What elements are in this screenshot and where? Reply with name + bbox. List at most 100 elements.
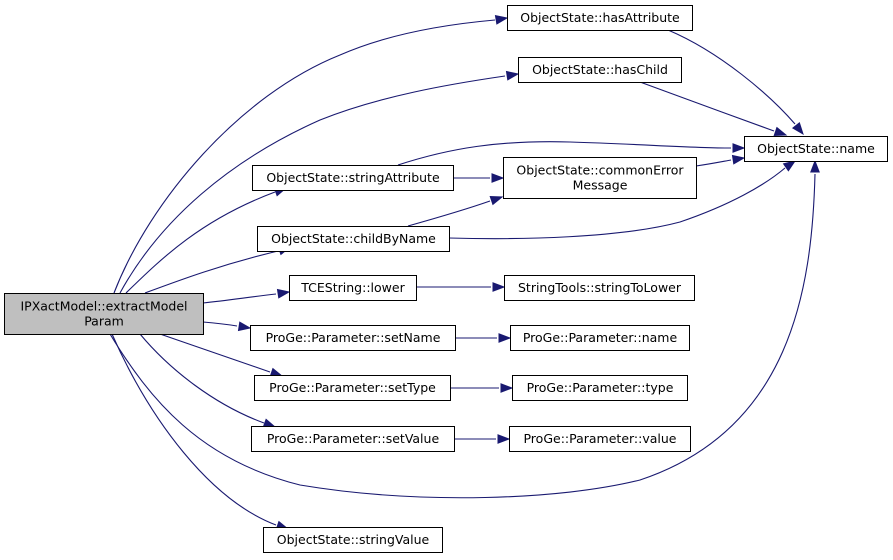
edge-line <box>109 173 816 499</box>
node-box <box>744 136 888 162</box>
edge-line <box>407 200 491 227</box>
node-box <box>250 325 456 351</box>
edge-extract-to-setName <box>202 321 252 332</box>
arrowhead <box>237 321 252 332</box>
node-box <box>503 157 697 199</box>
node-box <box>510 325 690 351</box>
node-childByName[interactable]: ObjectState::childByName <box>257 226 450 252</box>
edge-childByName-to-name <box>448 160 797 240</box>
node-label: ProGe::Parameter::setName <box>266 330 441 345</box>
edge-line <box>667 29 796 125</box>
node-label: Message <box>573 178 628 193</box>
arrowhead <box>505 70 520 81</box>
edge-line <box>448 167 786 240</box>
edge-extract-to-name <box>109 159 820 499</box>
edge-line <box>397 141 732 166</box>
arrowhead <box>810 159 820 173</box>
node-box <box>263 527 443 553</box>
node-stringValue[interactable]: ObjectState::stringValue <box>263 527 443 553</box>
edge-line <box>139 333 265 424</box>
edge-extract-to-setValue <box>139 333 277 428</box>
node-label: ObjectState::hasChild <box>532 62 668 77</box>
arrowhead <box>731 154 746 165</box>
edge-line <box>144 250 279 294</box>
edge-setName-to-paramName <box>454 333 512 343</box>
edge-childByName-to-commonError <box>407 195 504 227</box>
edge-line <box>111 333 277 526</box>
node-stringAttribute[interactable]: ObjectState::stringAttribute <box>252 165 454 191</box>
edge-line <box>119 75 506 294</box>
edge-extract-to-hasChild <box>119 70 520 294</box>
arrowhead <box>498 333 512 343</box>
node-setValue[interactable]: ProGe::Parameter::setValue <box>251 426 455 452</box>
node-box <box>252 165 454 191</box>
node-label: ObjectState::hasAttribute <box>520 10 680 25</box>
node-label: StringTools::stringToLower <box>518 280 682 295</box>
edge-extract-to-childByName <box>144 245 292 294</box>
node-box <box>254 375 451 401</box>
edge-line <box>695 159 732 167</box>
node-paramValue[interactable]: ProGe::Parameter::value <box>509 426 691 452</box>
node-label: Param <box>84 314 124 329</box>
node-name[interactable]: ObjectState::name <box>744 136 888 162</box>
arrowhead <box>491 173 505 183</box>
arrowhead <box>500 383 514 393</box>
arrowhead <box>773 126 788 137</box>
edge-extract-to-setType <box>159 333 284 378</box>
node-box <box>504 275 695 301</box>
edge-extract-to-lower <box>202 288 291 304</box>
node-stringToLower[interactable]: StringTools::stringToLower <box>504 275 695 301</box>
edges-layer <box>109 15 820 531</box>
node-box <box>512 375 688 401</box>
node-label: ProGe::Parameter::type <box>527 380 674 395</box>
edge-line <box>159 333 271 373</box>
node-label: ObjectState::stringAttribute <box>266 170 440 185</box>
arrowhead <box>489 195 504 206</box>
node-lower[interactable]: TCEString::lower <box>289 275 417 301</box>
node-label: ObjectState::stringValue <box>277 532 430 547</box>
node-setName[interactable]: ProGe::Parameter::setName <box>250 325 456 351</box>
arrowhead <box>791 121 804 136</box>
edge-stringAttribute-to-commonError <box>453 173 505 183</box>
node-paramType[interactable]: ProGe::Parameter::type <box>512 375 688 401</box>
edge-hasChild-to-name <box>639 81 788 137</box>
node-paramName[interactable]: ProGe::Parameter::name <box>510 325 690 351</box>
node-label: ObjectState::commonError <box>516 163 684 178</box>
node-label: IPXactModel::extractModel <box>20 299 187 314</box>
node-label: ProGe::Parameter::value <box>523 431 676 446</box>
nodes-layer: IPXactModel::extractModelParamObjectStat… <box>4 5 888 553</box>
root-node-box <box>4 293 204 335</box>
arrowhead <box>494 15 509 25</box>
node-label: ObjectState::name <box>757 141 875 156</box>
edge-setValue-to-paramValue <box>454 434 511 444</box>
arrowhead <box>492 282 506 292</box>
edge-stringAttribute-to-name <box>397 141 746 166</box>
edge-extract-to-hasAttribute <box>113 15 509 294</box>
node-box <box>257 226 450 252</box>
node-hasChild[interactable]: ObjectState::hasChild <box>518 57 682 83</box>
node-box <box>251 426 455 452</box>
arrowhead <box>276 288 291 299</box>
node-setType[interactable]: ProGe::Parameter::setType <box>254 375 451 401</box>
node-label: ProGe::Parameter::setValue <box>267 431 440 446</box>
edge-line <box>113 19 496 294</box>
node-label: ObjectState::childByName <box>271 231 436 246</box>
edge-line <box>125 191 276 294</box>
edge-hasAttribute-to-name <box>667 29 804 136</box>
arrowhead <box>732 143 746 153</box>
node-box <box>509 426 691 452</box>
node-label: ProGe::Parameter::name <box>523 330 678 345</box>
node-box <box>518 57 682 83</box>
node-label: TCEString::lower <box>300 280 405 295</box>
node-label: ProGe::Parameter::setType <box>269 380 436 395</box>
edge-line <box>639 81 775 132</box>
node-hasAttribute[interactable]: ObjectState::hasAttribute <box>507 5 693 31</box>
edge-line <box>202 321 238 327</box>
node-box <box>289 275 417 301</box>
edge-commonError-to-name <box>695 154 746 167</box>
node-box <box>507 5 693 31</box>
edge-lower-to-stringToLower <box>416 282 506 292</box>
